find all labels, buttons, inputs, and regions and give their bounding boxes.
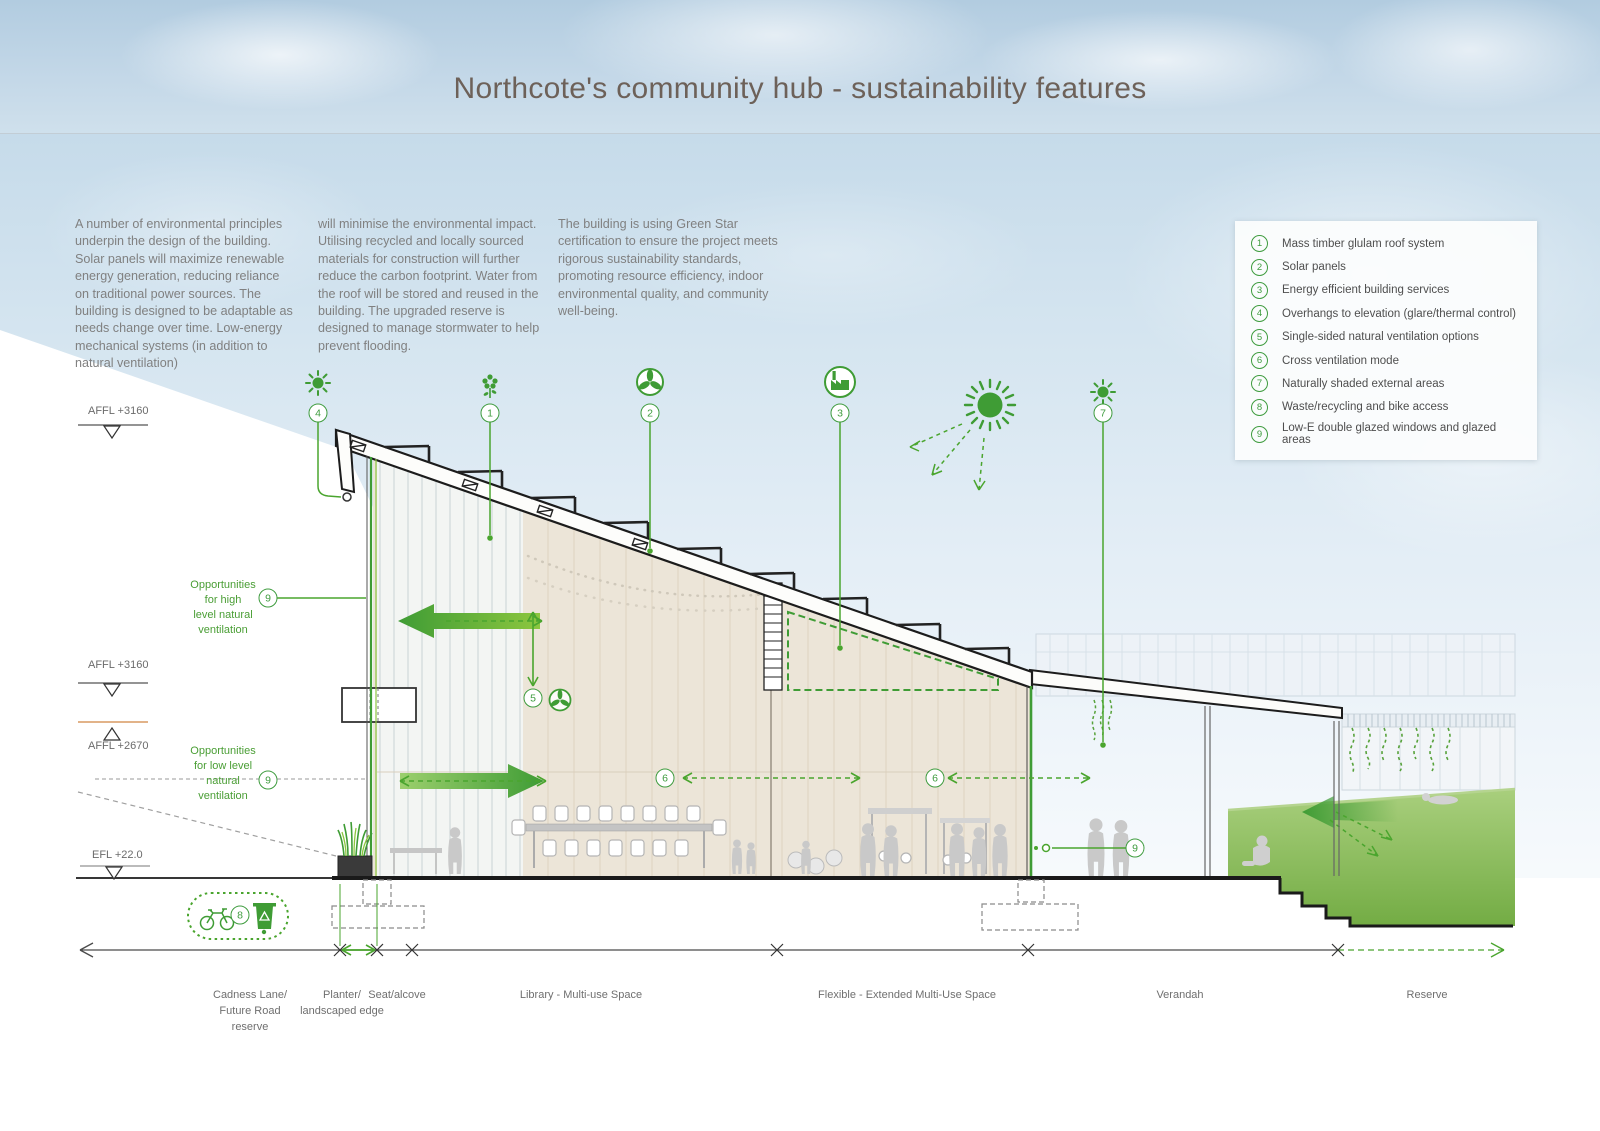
zone-label-library: Library - Multi-use Space	[519, 989, 643, 1001]
overhang-burst-icon	[305, 370, 331, 396]
level-label-efl-22: EFL +22.0	[92, 849, 143, 861]
hanging-plants	[1349, 727, 1451, 775]
person-seated-on-lawn	[1242, 835, 1270, 866]
cloud	[620, 180, 1040, 330]
callout-4-badge: 4	[308, 403, 328, 423]
legend-num-badge: 3	[1251, 281, 1268, 299]
legend-item: 2 Solar panels	[1235, 255, 1537, 278]
library-furniture	[390, 805, 990, 875]
legend-num-badge: 4	[1251, 305, 1268, 323]
zone-label-reserve: Reserve	[1406, 989, 1448, 1001]
person-lying-on-lawn	[1422, 793, 1458, 805]
legend-item: 1 Mass timber glulam roof system	[1235, 232, 1537, 255]
legend-item: 3 Energy efficient building services	[1235, 279, 1537, 302]
legend-item-label: Overhangs to elevation (glare/thermal co…	[1282, 307, 1516, 320]
callout-5-badge: 5	[523, 688, 543, 708]
page-title: Northcote's community hub - sustainabili…	[453, 72, 1147, 105]
cloud	[1330, 0, 1600, 110]
cloud	[120, 0, 440, 110]
legend: 1 Mass timber glulam roof system 2 Solar p…	[1235, 221, 1537, 461]
left-glazed-wall	[366, 456, 377, 876]
level-label-affl-3160-mid: AFFL +3160	[88, 659, 149, 671]
legend-item-label: Mass timber glulam roof system	[1282, 237, 1445, 250]
callout-lines	[277, 422, 1126, 853]
legend-item: 4 Overhangs to elevation (glare/thermal c…	[1235, 302, 1537, 325]
services-factory-icon	[824, 366, 856, 398]
clerestory-dashed-zone	[787, 610, 999, 691]
intro-paragraph-1: A number of environmental principles und…	[75, 217, 293, 370]
sun-icon	[909, 378, 1017, 491]
intro-paragraph-3: The building is using Green Star certifi…	[558, 217, 778, 318]
cloud	[560, 0, 990, 100]
dimension-line	[79, 884, 1505, 958]
callout-1-badge: 1	[480, 403, 500, 423]
callout-6-left-badge: 6	[655, 768, 675, 788]
zone-label-seat-alcove: Seat/alcove	[368, 989, 426, 1001]
building-interior	[373, 458, 1030, 878]
callout-3-badge: 3	[830, 403, 850, 423]
zone-label-cadness-lane: Cadness Lane/ Future Road reserve	[213, 989, 287, 1033]
planter	[337, 821, 373, 878]
callout-7-badge: 7	[1093, 403, 1113, 423]
legend-item: 8 Waste/recycling and bike access	[1235, 396, 1537, 419]
callout-2-badge: 2	[640, 403, 660, 423]
level-label-affl-2670: AFFL +2670	[88, 740, 149, 752]
legend-item-label: Solar panels	[1282, 261, 1346, 274]
recycle-bin-icon	[253, 903, 276, 935]
legend-num-badge: 9	[1251, 425, 1268, 443]
legend-num-badge: 5	[1251, 328, 1268, 346]
waste-bike-badge	[187, 892, 289, 940]
legend-item-label: Single-sided natural ventilation options	[1282, 331, 1479, 344]
legend-item: 7 Naturally shaded external areas	[1235, 372, 1537, 395]
high-vent-annotation: Opportunities for high level natural ven…	[190, 579, 256, 636]
legend-num-badge: 2	[1251, 258, 1268, 276]
bike-icon	[199, 908, 235, 931]
legend-item: 5 Single-sided natural ventilation option…	[1235, 326, 1537, 349]
ventilation-fan-icon	[548, 688, 572, 712]
callout-6-right-badge: 6	[925, 768, 945, 788]
legend-item: 6 Cross ventilation mode	[1235, 349, 1537, 372]
legend-item-label: Waste/recycling and bike access	[1282, 401, 1449, 414]
zone-label-planter: Planter/ landscaped edge	[300, 989, 384, 1017]
zone-label-flexible: Flexible - Extended Multi-Use Space	[818, 989, 996, 1001]
legend-item-label: Energy efficient building services	[1282, 284, 1450, 297]
cloud	[980, 10, 1340, 110]
right-glazed-wall	[1026, 686, 1033, 876]
callout-9-low-badge: 9	[258, 770, 278, 790]
lawn-breeze-arrow	[1302, 796, 1398, 857]
header	[0, 0, 1600, 134]
legend-item-label: Naturally shaded external areas	[1282, 377, 1445, 390]
legend-num-badge: 1	[1251, 235, 1268, 253]
fan-icon	[636, 368, 664, 396]
cloud	[40, 150, 380, 310]
legend-num-badge: 8	[1251, 398, 1268, 416]
legend-num-badge: 6	[1251, 352, 1268, 370]
level-label-affl-3160-top: AFFL +3160	[88, 405, 149, 417]
solar-panels	[384, 444, 1011, 664]
callout-9-high-badge: 9	[258, 588, 278, 608]
low-vent-annotation: Opportunities for low level natural vent…	[190, 745, 256, 802]
level-markers	[77, 424, 337, 881]
reserve-building-facade	[1341, 713, 1516, 791]
callout-8-badge: 8	[230, 905, 250, 925]
roof	[334, 428, 1034, 690]
zone-label-verandah: Verandah	[1156, 989, 1204, 1001]
legend-item: 9 Low-E double glazed windows and glazed …	[1235, 419, 1537, 449]
callout-9-right-badge: 9	[1125, 838, 1145, 858]
seat-alcove	[341, 687, 417, 723]
legend-item-label: Low-E double glazed windows and glazed a…	[1282, 422, 1497, 447]
intro-paragraph-2: will minimise the environmental impact. …	[318, 217, 540, 353]
ventilation-arrows	[398, 604, 1091, 798]
shade-burst-icon	[1090, 379, 1116, 405]
legend-num-badge: 7	[1251, 375, 1268, 393]
plant-icon	[482, 374, 498, 398]
verandah-hanging-plants	[1091, 699, 1113, 741]
legend-item-label: Cross ventilation mode	[1282, 354, 1399, 367]
ground	[76, 876, 1513, 928]
